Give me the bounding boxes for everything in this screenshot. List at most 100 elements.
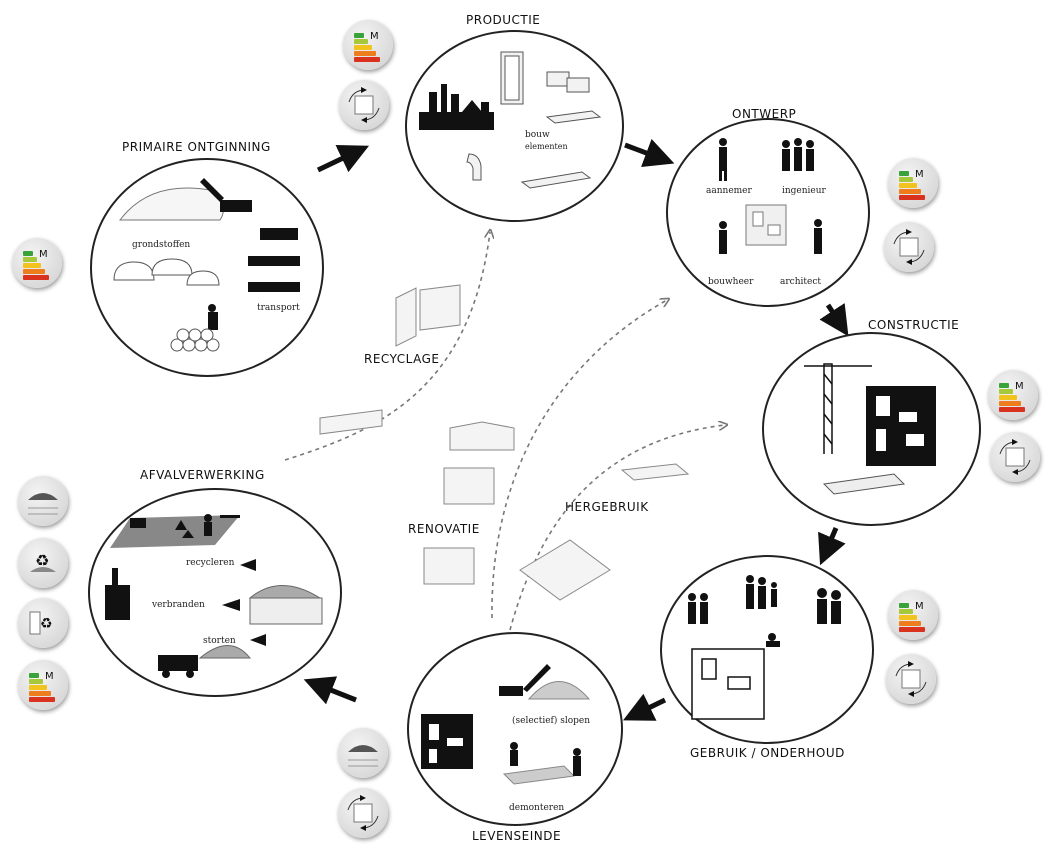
energy-bar (899, 603, 909, 608)
action-recycleren: recycleren (186, 558, 235, 568)
factory-icon (419, 51, 602, 189)
energy-bar (23, 269, 45, 274)
energy-bar (23, 251, 33, 256)
building-cycle-icon (884, 222, 934, 272)
energy-bar (899, 195, 925, 200)
energy-letter: M (39, 249, 48, 260)
stage-title-levenseinde: LEVENSEINDE (472, 829, 562, 843)
energy-bar (354, 57, 380, 62)
role-bouwheer: bouwheer (708, 277, 754, 287)
energy-bar (23, 263, 41, 268)
arrow-levenseinde-afval (303, 676, 357, 705)
energy-bar (354, 45, 372, 50)
energy-bar (899, 177, 913, 182)
label-transport: transport (257, 303, 300, 313)
renovatie-building-1 (449, 421, 515, 451)
energy-letter: M (915, 601, 924, 612)
energy-bar (29, 685, 47, 690)
bouw-elementen-label-1: bouw (525, 130, 550, 140)
stage-title-productie: PRODUCTIE (466, 13, 541, 27)
energy-bar (354, 51, 376, 56)
hergebruik-loop (509, 425, 725, 631)
energy-bar (899, 183, 917, 188)
stage-circle-ontwerp: aannemer ingenieur bouwheer architect (666, 118, 870, 307)
role-aannemer: aannemer (706, 186, 752, 196)
role-architect: architect (780, 277, 821, 287)
landfill-icon (18, 476, 68, 526)
energy-bar (999, 407, 1025, 412)
arrow-gebruik-levenseinde (623, 693, 667, 721)
energy-label-icon: M (888, 158, 938, 208)
people-icons (719, 138, 822, 254)
waste-processing-icon (105, 514, 323, 678)
arrow-ontginning-productie (316, 145, 370, 173)
energy-bar (23, 275, 49, 280)
recycle-icon: ♻ (18, 598, 68, 648)
energy-label-icon: M (888, 590, 938, 640)
building-cycle-icon (339, 80, 389, 130)
energy-label-icon: M (343, 20, 393, 70)
main-cycle-arrows (303, 138, 849, 721)
action-demonteren: demonteren (509, 803, 565, 813)
recyclage-panel (395, 287, 417, 347)
hergebruik-window (519, 539, 611, 601)
energy-label-icon: M (988, 370, 1038, 420)
energy-bar (23, 257, 37, 262)
energy-bar (999, 389, 1013, 394)
stage-circle-productie: bouw elementen (405, 30, 624, 222)
bouw-elementen-label-2: elementen (525, 142, 568, 151)
recyclage-label: RECYCLAGE (364, 352, 440, 366)
stage-title-constructie: CONSTRUCTIE (868, 318, 960, 332)
landfill-icon (338, 728, 388, 778)
label-grondstoffen: grondstoffen (132, 240, 191, 250)
energy-bar (29, 673, 39, 678)
stage-circle-gebruik (660, 555, 874, 744)
building-cycle-icon (886, 654, 936, 704)
stage-circle-primaire-ontginning: grondstoffen transport (90, 158, 324, 377)
energy-bar (899, 609, 913, 614)
recycle-icon: ♻ (18, 538, 68, 588)
energy-bar (354, 33, 364, 38)
action-storten: storten (203, 636, 236, 646)
renovatie-building-3 (423, 547, 475, 585)
energy-bar (899, 189, 921, 194)
extraction-icon (113, 178, 300, 352)
energy-bar (899, 171, 909, 176)
energy-letter: M (915, 169, 924, 180)
stage-title-primaire-ontginning: PRIMAIRE ONTGINNING (122, 140, 271, 154)
svg-text:♻: ♻ (35, 551, 49, 570)
building-cycle-icon (990, 432, 1040, 482)
action-selectief-slopen: (selectief) slopen (512, 716, 591, 726)
arrow-constructie-gebruik (818, 527, 846, 566)
stage-circle-constructie (762, 332, 981, 526)
stage-title-afvalverwerking: AFVALVERWERKING (140, 468, 265, 482)
energy-letter: M (45, 671, 54, 682)
stage-title-ontwerp: ONTWERP (732, 107, 797, 121)
energy-bar (899, 615, 917, 620)
svg-text:♻: ♻ (40, 616, 53, 632)
people-house-icon (688, 575, 841, 720)
energy-label-icon: M (12, 238, 62, 288)
energy-label-icon: M (18, 660, 68, 710)
energy-bar (899, 627, 925, 632)
arrow-ontwerp-constructie (819, 303, 849, 337)
hergebruik-label: HERGEBRUIK (565, 500, 649, 514)
energy-bar (354, 39, 368, 44)
stage-title-gebruik: GEBRUIK / ONDERHOUD (690, 746, 845, 760)
action-verbranden: verbranden (152, 600, 205, 610)
role-ingenieur: ingenieur (782, 186, 826, 196)
renovatie-label: RENOVATIE (408, 522, 480, 536)
demolition-icon (421, 664, 591, 785)
energy-letter: M (370, 31, 379, 42)
energy-bar (999, 401, 1021, 406)
energy-bar (999, 395, 1017, 400)
energy-bar (29, 697, 55, 702)
stage-circle-levenseinde: (selectief) slopen demonteren (407, 632, 623, 826)
energy-letter: M (1015, 381, 1024, 392)
energy-bar (899, 621, 921, 626)
stage-circle-afvalverwerking: recycleren verbranden storten (88, 488, 342, 697)
arrow-productie-ontwerp (624, 138, 675, 168)
building-cycle-icon (338, 788, 388, 838)
